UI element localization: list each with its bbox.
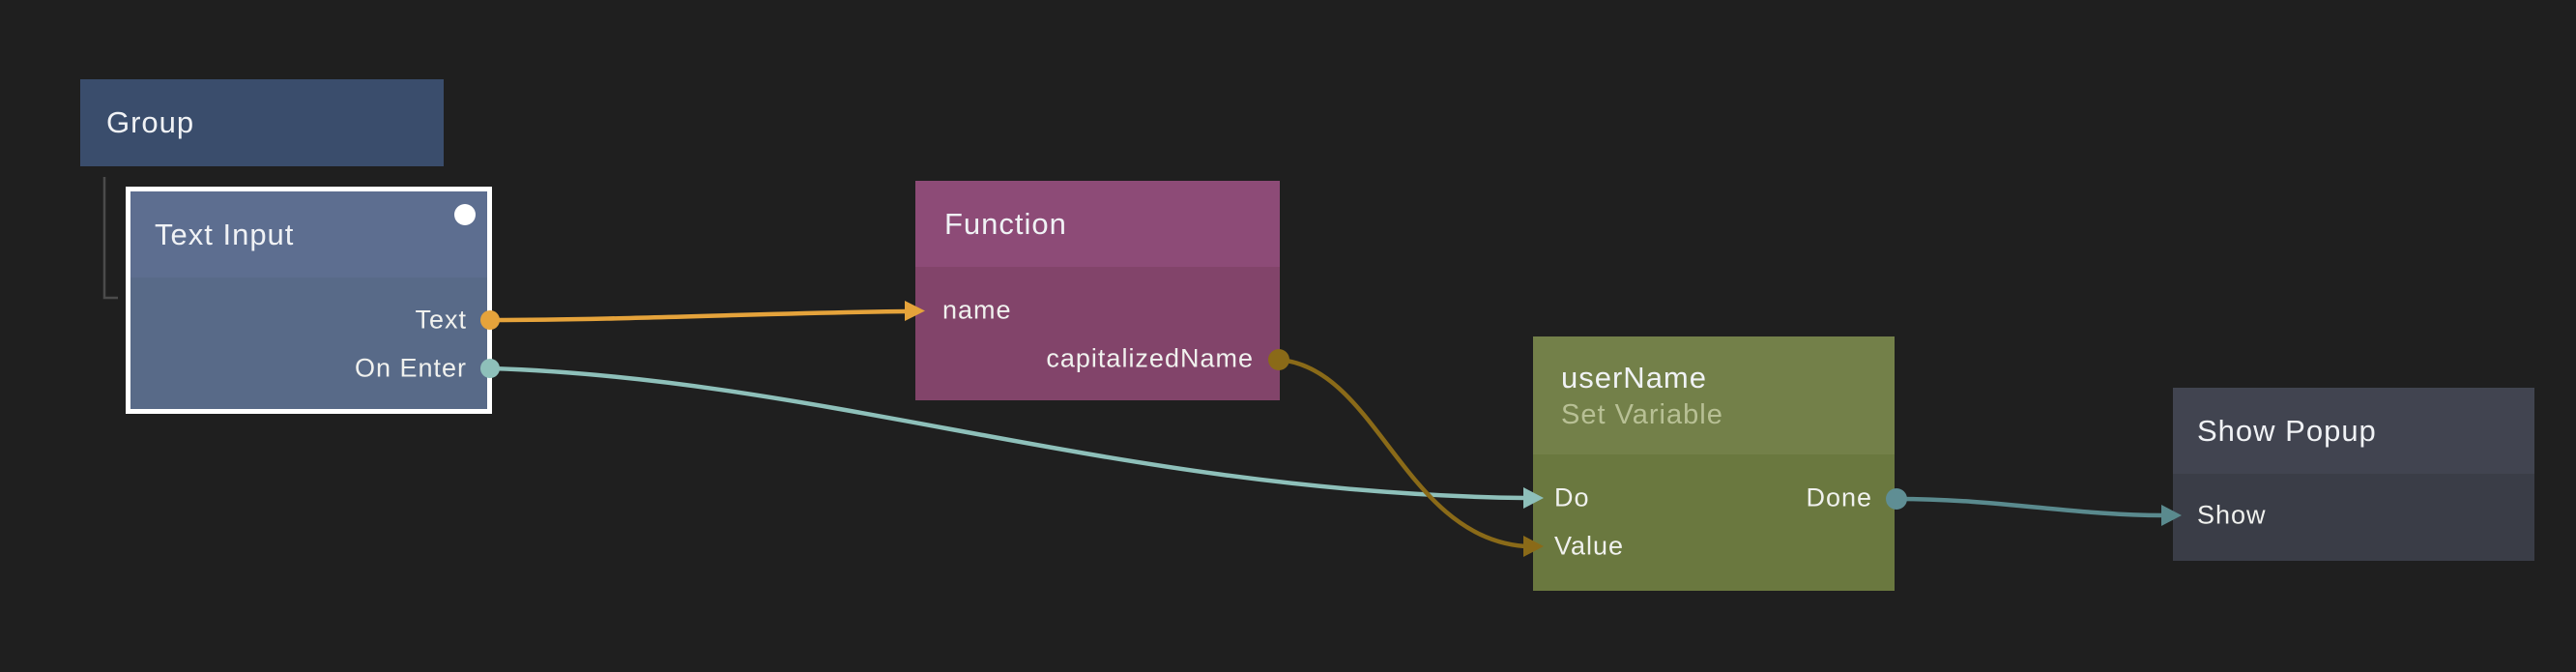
node-show-popup[interactable]: Show Popup Show	[2173, 388, 2534, 561]
node-function[interactable]: Function name capitalizedName	[915, 181, 1280, 400]
port-output-capitalized-name[interactable]: capitalizedName	[1046, 344, 1254, 374]
node-function-header: Function	[915, 181, 1280, 267]
port-input-show[interactable]: Show	[2197, 501, 2267, 531]
port-input-do[interactable]: Do	[1554, 483, 1590, 513]
node-text-input-header: Text Input	[130, 191, 487, 278]
node-text-input-title: Text Input	[155, 217, 295, 251]
port-input-name-label: name	[942, 295, 1012, 325]
port-input-name[interactable]: name	[942, 296, 1012, 326]
connection-text-to-name[interactable]	[489, 308, 910, 323]
node-show-popup-body	[2173, 474, 2534, 561]
node-function-title: Function	[944, 206, 1067, 241]
node-text-input[interactable]: Text Input Text On Enter	[126, 187, 492, 414]
port-output-done[interactable]: Done	[1806, 483, 1872, 513]
node-function-body	[915, 267, 1280, 400]
port-output-on-enter-label: On Enter	[354, 353, 467, 383]
node-show-popup-title: Show Popup	[2197, 413, 2377, 448]
port-input-value[interactable]: Value	[1554, 532, 1624, 562]
node-group[interactable]: Group	[80, 79, 444, 166]
node-set-variable-title: userName	[1561, 360, 1707, 394]
connection-done-to-show[interactable]	[1896, 496, 2164, 518]
port-output-capitalized-name-label: capitalizedName	[1046, 343, 1254, 373]
port-input-value-label: Value	[1554, 531, 1625, 561]
node-set-variable-username[interactable]: userName Set Variable Do Value Done	[1533, 336, 1895, 591]
node-group-title: Group	[106, 105, 195, 139]
port-input-do-label: Do	[1554, 482, 1590, 512]
group-child-connector-line	[102, 177, 118, 300]
node-set-variable-header: userName Set Variable	[1533, 336, 1895, 454]
node-show-popup-header: Show Popup	[2173, 388, 2534, 474]
port-input-show-label: Show	[2197, 500, 2267, 530]
port-output-text[interactable]: Text	[415, 306, 467, 336]
connection-capitalized-name-to-value[interactable]	[1278, 357, 1526, 549]
node-text-input-body	[130, 278, 487, 409]
node-set-variable-subtitle: Set Variable	[1561, 398, 1723, 430]
port-output-done-label: Done	[1806, 482, 1872, 512]
selection-indicator-dot	[454, 204, 476, 225]
node-set-variable-body	[1533, 454, 1895, 591]
port-output-text-label: Text	[415, 305, 467, 335]
port-output-on-enter[interactable]: On Enter	[355, 354, 467, 384]
